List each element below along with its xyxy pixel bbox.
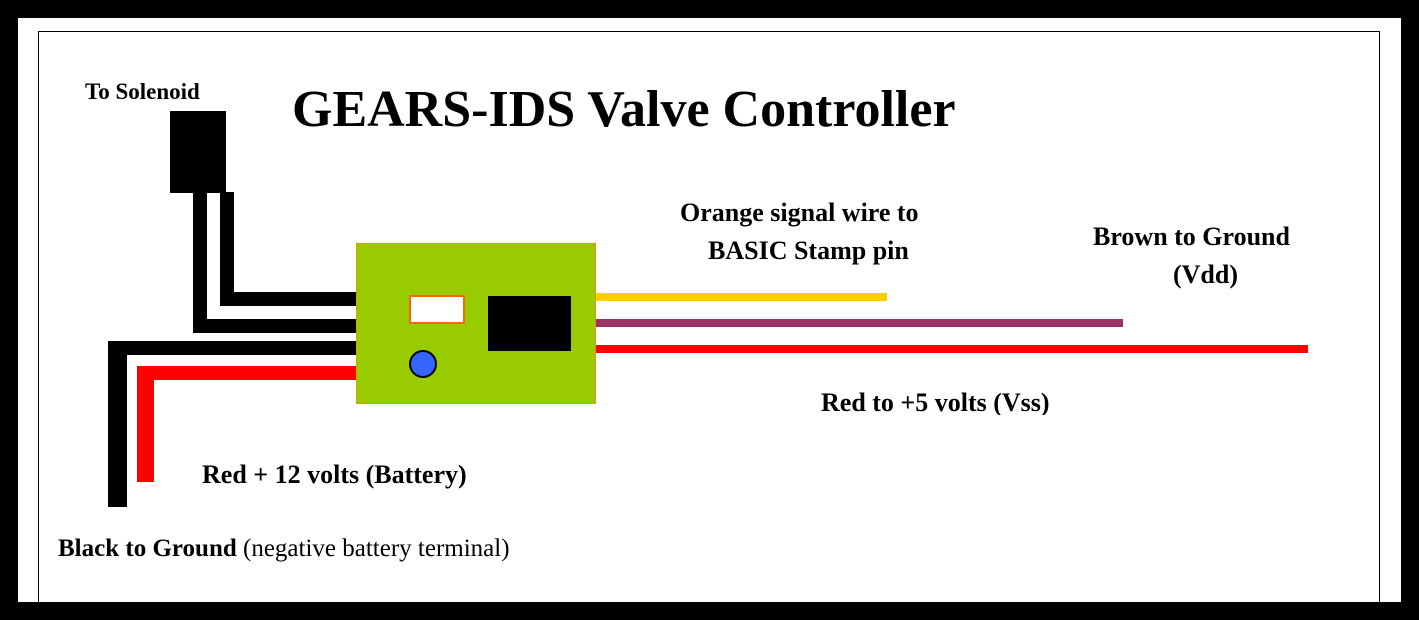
- brown-ground-label-line1: Brown to Ground: [1093, 222, 1290, 251]
- solenoid-wire-1-horizontal: [220, 292, 358, 306]
- red-5v-label: Red to +5 volts (Vss): [821, 388, 1050, 415]
- red-12v-label: Red + 12 volts (Battery): [202, 460, 467, 489]
- solenoid-wire-2-vertical: [193, 192, 207, 333]
- diagram-canvas: [18, 18, 1401, 602]
- orange-signal-wire: [596, 293, 887, 301]
- board-white-component: [409, 295, 465, 324]
- solenoid-connector: [170, 111, 226, 193]
- red-5v-wire: [596, 345, 1308, 353]
- brown-ground-wire: [596, 319, 1123, 327]
- inner-border-left: [38, 31, 39, 602]
- inner-border-top: [38, 31, 1380, 32]
- red-12v-wire-vertical: [137, 366, 154, 482]
- brown-ground-label-line2: (Vdd): [1173, 260, 1239, 289]
- solenoid-wire-2-horizontal: [193, 319, 358, 333]
- black-ground-wire-horizontal: [118, 341, 358, 355]
- board-led: [409, 350, 437, 378]
- orange-signal-label-line2: BASIC Stamp pin: [708, 236, 909, 265]
- orange-signal-label-line1: Orange signal wire to: [680, 198, 919, 227]
- black-ground-wire-vertical: [108, 341, 127, 507]
- black-ground-label: Black to Ground (negative battery termin…: [58, 535, 510, 563]
- solenoid-label: To Solenoid: [85, 79, 200, 104]
- inner-border-right: [1379, 31, 1380, 602]
- red-5v-label-clip: Red to +5 volts (Vss): [800, 382, 1140, 415]
- black-ground-label-bold: Black to Ground: [58, 535, 237, 562]
- board-black-chip: [488, 296, 571, 351]
- red-12v-wire-horizontal: [145, 366, 358, 380]
- solenoid-wire-1-vertical: [220, 192, 234, 306]
- black-ground-label-rest: (negative battery terminal): [236, 535, 510, 562]
- diagram-title: GEARS-IDS Valve Controller: [292, 81, 956, 138]
